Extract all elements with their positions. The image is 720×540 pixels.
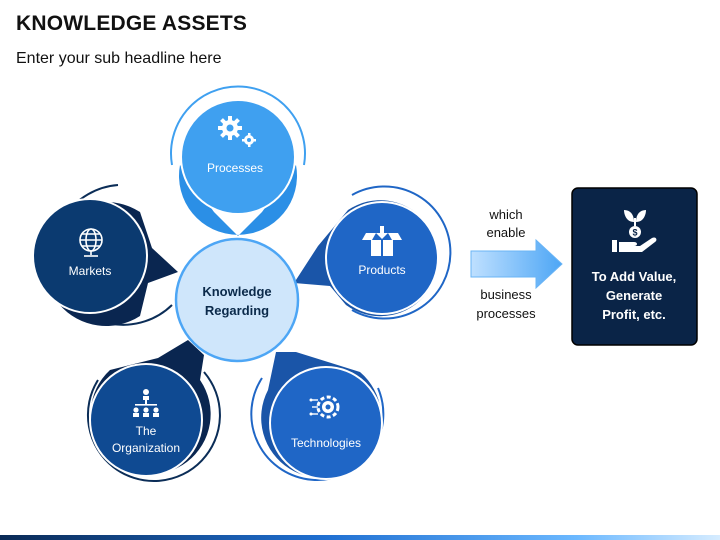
organization-label-line1: The xyxy=(136,424,157,438)
technologies-label: Technologies xyxy=(291,436,361,450)
result-label-line3: Profit, etc. xyxy=(602,307,666,322)
result-label-line1: To Add Value, xyxy=(592,269,677,284)
arrow-bottom-line1: business xyxy=(480,287,532,302)
page-title: KNOWLEDGE ASSETS xyxy=(16,12,248,35)
arrow-top-line2: enable xyxy=(486,225,525,240)
globe-icon xyxy=(79,228,103,257)
bottom-accent-bar xyxy=(0,535,720,540)
org-chart-icon xyxy=(133,389,159,417)
node-technologies: Technologies xyxy=(250,352,385,481)
node-markets: Markets xyxy=(32,184,179,326)
result-box: $ To Add Value, Generate Profit, etc. xyxy=(571,187,698,346)
center-label-line2: Regarding xyxy=(205,303,269,318)
markets-label: Markets xyxy=(69,264,112,278)
open-box-icon xyxy=(362,226,402,256)
organization-outer-ring xyxy=(87,371,221,482)
enable-arrow-group: which enable business processes xyxy=(470,207,563,321)
products-label: Products xyxy=(358,263,405,277)
node-products: Products xyxy=(294,185,452,320)
gears-icon xyxy=(218,116,256,147)
money-plant-hand-icon: $ xyxy=(612,210,657,252)
svg-text:$: $ xyxy=(632,228,637,238)
center-circle xyxy=(174,237,300,363)
processes-circle xyxy=(180,99,296,215)
products-outer-ring xyxy=(351,185,452,320)
page-subtitle: Enter your sub headline here xyxy=(16,50,222,67)
right-arrow-icon xyxy=(470,238,563,290)
arrow-top-line1: which xyxy=(488,207,522,222)
result-box-bg xyxy=(571,187,698,346)
node-organization: The Organization xyxy=(87,340,221,482)
center-label-line1: Knowledge xyxy=(202,284,271,299)
products-circle xyxy=(325,201,439,315)
node-processes: Processes xyxy=(170,85,306,236)
organization-label-line2: Organization xyxy=(112,441,180,455)
tech-gear-icon xyxy=(309,395,340,419)
processes-label: Processes xyxy=(207,161,263,175)
processes-pointer xyxy=(179,165,297,236)
technologies-circle xyxy=(269,366,383,480)
result-label-line2: Generate xyxy=(606,288,662,303)
arrow-bottom-line2: processes xyxy=(476,306,536,321)
processes-outer-ring xyxy=(170,85,306,166)
center-node: Knowledge Regarding xyxy=(174,237,300,363)
organization-circle xyxy=(89,363,203,477)
